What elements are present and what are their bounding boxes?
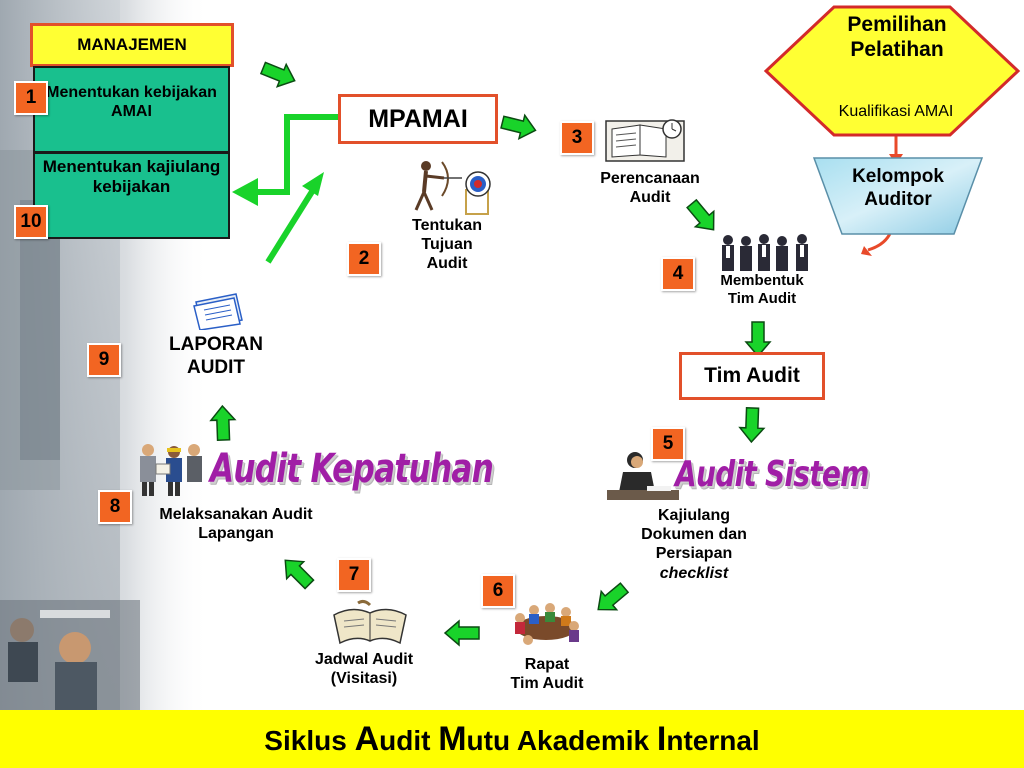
archer-target-illustration — [414, 161, 491, 215]
slide-title: Siklus Audit Mutu Akademik Internal — [0, 720, 1024, 759]
audit-kepatuhan-wordart: Audit Kepatuhan — [210, 446, 494, 492]
perencanaan-label: Perencanaan Audit — [578, 169, 722, 207]
meeting-table-illustration — [515, 603, 579, 645]
step-number-8: 8 — [98, 490, 132, 524]
pemilihan-line2: Pelatihan — [850, 38, 944, 62]
membentuk-label: Membentuk Tim Audit — [700, 272, 824, 308]
kajiulang-line1: Kajiulang — [657, 507, 730, 524]
step-number-6: 6 — [481, 574, 515, 608]
step-number-3: 3 — [560, 121, 594, 155]
manajemen-policy-box: Menentukan kebijakan AMAI — [33, 66, 230, 153]
mpamai-box: MPAMAI — [338, 94, 498, 144]
title-part-2: udit — [379, 725, 439, 756]
arrow-jadwal-to-melaksanakan — [276, 551, 319, 594]
tim-audit-label: Tim Audit — [704, 364, 800, 387]
perencanaan-line2: Audit — [629, 189, 671, 207]
step-number-1: 1 — [14, 81, 48, 115]
arrow-melaksanakan-to-laporan — [209, 404, 237, 442]
title-part-4: nternal — [666, 725, 760, 756]
arrow-mpamai-to-perencanaan — [498, 109, 540, 143]
pemilihan-title: Pemilihan Pelatihan — [802, 12, 992, 62]
arrow-laporan-to-mpamai — [265, 172, 324, 264]
tentukan-tujuan-label: Tentukan Tujuan Audit — [395, 216, 499, 274]
manajemen-review-label: Menentukan kajiulang kebijakan — [42, 157, 221, 197]
melaksanakan-label: Melaksanakan Audit Lapangan — [132, 505, 340, 543]
kelompok-auditor-label: Kelompok Auditor — [822, 166, 974, 212]
rapat-line2: Tim Audit — [510, 675, 584, 693]
kajiulang-line3: Persiapan — [655, 545, 733, 563]
title-cap-a: A — [354, 720, 380, 758]
tim-audit-box: Tim Audit — [679, 352, 825, 400]
title-cap-i: I — [656, 720, 667, 758]
diagram-arrows — [209, 56, 903, 646]
laporan-line2: AUDIT — [186, 356, 246, 378]
melaksanakan-line1: Melaksanakan Audit — [159, 506, 313, 523]
laporan-audit-label: LAPORAN AUDIT — [146, 334, 286, 380]
melaksanakan-line2: Lapangan — [198, 525, 274, 543]
step-number-9: 9 — [87, 343, 121, 377]
kajiulang-line2: Dokumen dan — [641, 526, 747, 544]
rapat-line1: Rapat — [524, 656, 570, 673]
open-book-illustration — [333, 599, 407, 645]
title-part-3: utu Akademik — [466, 725, 657, 756]
tentukan-line1: Tentukan — [412, 217, 482, 234]
manajemen-box: MANAJEMEN — [30, 23, 234, 67]
membentuk-line1: Membentuk — [720, 272, 804, 289]
field-workers-illustration — [140, 444, 202, 496]
kelompok-line2: Auditor — [864, 188, 932, 210]
rapat-label: Rapat Tim Audit — [487, 655, 607, 693]
step-number-4: 4 — [661, 257, 695, 291]
title-cap-m: M — [438, 720, 467, 758]
arrow-membentuk-to-timaudit — [745, 321, 771, 357]
kajiulang-line4: checklist — [659, 564, 729, 582]
jadwal-label: Jadwal Audit (Visitasi) — [294, 650, 434, 688]
manajemen-review-box: Menentukan kajiulang kebijakan — [33, 152, 230, 239]
audit-sistem-wordart: Audit Sistem — [675, 454, 869, 495]
arrow-timaudit-to-sistem — [738, 406, 766, 444]
membentuk-line2: Tim Audit — [727, 290, 797, 307]
kajiulang-label: Kajiulang Dokumen dan Persiapan checklis… — [612, 506, 776, 583]
manajemen-policy-label: Menentukan kebijakan AMAI — [46, 84, 217, 121]
mpamai-label: MPAMAI — [368, 105, 468, 133]
title-part-1: Siklus — [264, 725, 355, 756]
pemilihan-line1: Pemilihan — [847, 13, 947, 36]
manajemen-label: MANAJEMEN — [77, 35, 187, 54]
tentukan-line3: Audit — [426, 255, 468, 273]
kelompok-line1: Kelompok — [852, 166, 944, 187]
pemilihan-hexagon — [763, 5, 1021, 137]
arrow-mpamai-to-manajemen — [232, 114, 338, 206]
step-number-5: 5 — [651, 427, 685, 461]
arrow-kajiulang-to-rapat — [589, 577, 633, 620]
arrow-manajemen-to-mpamai — [257, 56, 300, 93]
jadwal-line2: (Visitasi) — [330, 670, 398, 688]
step-number-2: 2 — [347, 242, 381, 276]
kelompok-trapezoid — [812, 157, 984, 235]
perencanaan-line1: Perencanaan — [600, 170, 700, 187]
desk-woman-illustration — [607, 452, 679, 500]
team-people-illustration — [722, 234, 808, 271]
report-papers-illustration — [193, 293, 243, 330]
step-number-10: 10 — [14, 205, 48, 239]
planning-illustration — [605, 119, 685, 162]
tentukan-line2: Tujuan — [421, 236, 473, 254]
kualifikasi-label: Kualifikasi AMAI — [838, 103, 954, 120]
arrow-rapat-to-jadwal — [444, 620, 480, 646]
step-number-7: 7 — [337, 558, 371, 592]
jadwal-line1: Jadwal Audit — [314, 651, 414, 668]
laporan-line1: LAPORAN — [169, 334, 263, 355]
title-bar: Siklus Audit Mutu Akademik Internal — [0, 710, 1024, 768]
